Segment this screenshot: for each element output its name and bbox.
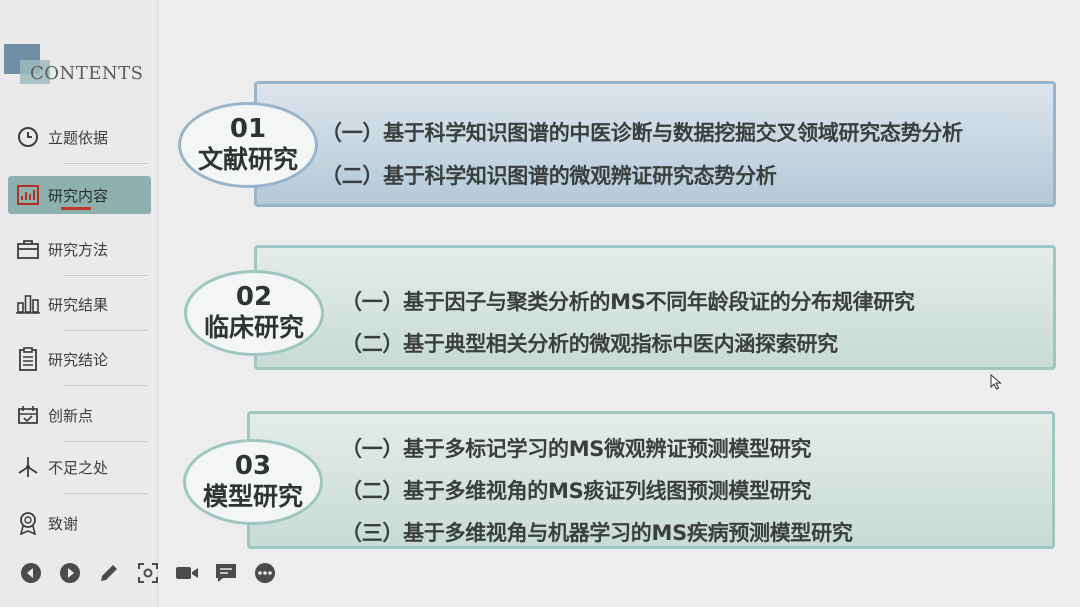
calendar-icon: [8, 405, 48, 425]
mouse-cursor-icon: [990, 373, 1002, 394]
section-title: 模型研究: [202, 482, 303, 511]
section-item: （三）基于多维视角与机器学习的MS疾病预测模型研究: [341, 521, 853, 545]
section-item: （二）基于科学知识图谱的微观辨证研究态势分析: [321, 164, 777, 188]
clock-icon: [8, 126, 48, 148]
nav-divider: [63, 441, 148, 442]
nav-item-results[interactable]: 研究结果: [8, 285, 151, 331]
section-badge-clinical: 02 临床研究: [184, 270, 324, 356]
sidebar: CONTENTS 立题依据 研究内容 研究方法 研究结果: [0, 0, 275, 607]
briefcase-icon: [8, 239, 48, 259]
fit-screen-icon[interactable]: [135, 561, 161, 585]
nav-divider: [63, 275, 148, 276]
section-item: （一）基于因子与聚类分析的MS不同年龄段证的分布规律研究: [341, 290, 915, 314]
nav-label: 研究方法: [48, 240, 109, 259]
nav-divider: [63, 330, 148, 331]
section-title: 临床研究: [203, 313, 304, 342]
section-box-model: （一）基于多标记学习的MS微观辨证预测模型研究 （二）基于多维视角的MS痰证列线…: [247, 411, 1055, 549]
contents-title: CONTENTS: [30, 63, 144, 84]
previous-icon[interactable]: [18, 561, 44, 585]
award-icon: [8, 511, 48, 535]
nav-label: 创新点: [48, 406, 94, 425]
bar-chart-icon: [8, 185, 48, 205]
section-number: 03: [234, 451, 272, 481]
section-box-literature: （一）基于科学知识图谱的中医诊断与数据挖掘交叉领域研究态势分析 （二）基于科学知…: [254, 81, 1056, 207]
section-item: （一）基于多标记学习的MS微观辨证预测模型研究: [341, 437, 812, 461]
video-icon[interactable]: [174, 561, 200, 585]
section-badge-model: 03 模型研究: [183, 439, 323, 525]
nav-divider: [63, 493, 148, 494]
nav-label: 研究内容: [48, 186, 109, 205]
nav-item-research-content[interactable]: 研究内容: [8, 176, 151, 214]
section-title: 文献研究: [197, 145, 298, 174]
section-box-clinical: （一）基于因子与聚类分析的MS不同年龄段证的分布规律研究 （二）基于典型相关分析…: [254, 245, 1056, 370]
more-icon[interactable]: [252, 561, 278, 585]
section-item: （一）基于科学知识图谱的中医诊断与数据挖掘交叉领域研究态势分析: [321, 121, 963, 145]
nav-label: 不足之处: [48, 458, 109, 477]
nav-item-limitations[interactable]: 不足之处: [8, 448, 151, 494]
section-badge-literature: 01 文献研究: [178, 102, 318, 188]
nav-label: 研究结论: [48, 350, 109, 369]
nav-item-innovation[interactable]: 创新点: [8, 396, 151, 442]
section-item: （二）基于多维视角的MS痰证列线图预测模型研究: [341, 479, 812, 503]
active-indicator: [61, 207, 91, 210]
contents-logo-block-accent: [20, 60, 50, 84]
presentation-toolbar: [18, 561, 278, 585]
comment-icon[interactable]: [213, 561, 239, 585]
clipboard-icon: [8, 347, 48, 371]
windmill-icon: [8, 455, 48, 479]
nav-item-acknowledgement[interactable]: 致谢: [8, 504, 151, 542]
nav-item-conclusion[interactable]: 研究结论: [8, 340, 151, 386]
next-icon[interactable]: [57, 561, 83, 585]
nav-divider: [63, 163, 148, 164]
section-number: 01: [229, 114, 267, 144]
nav-label: 致谢: [48, 514, 79, 533]
nav-divider: [63, 385, 148, 386]
section-item: （二）基于典型相关分析的微观指标中医内涵探索研究: [341, 332, 838, 356]
pen-icon[interactable]: [96, 561, 122, 585]
nav-item-methods[interactable]: 研究方法: [8, 230, 151, 276]
section-number: 02: [235, 282, 273, 312]
column-chart-icon: [8, 294, 48, 314]
nav-item-basis[interactable]: 立题依据: [8, 118, 151, 164]
nav-label: 立题依据: [48, 128, 109, 147]
nav-label: 研究结果: [48, 295, 109, 314]
